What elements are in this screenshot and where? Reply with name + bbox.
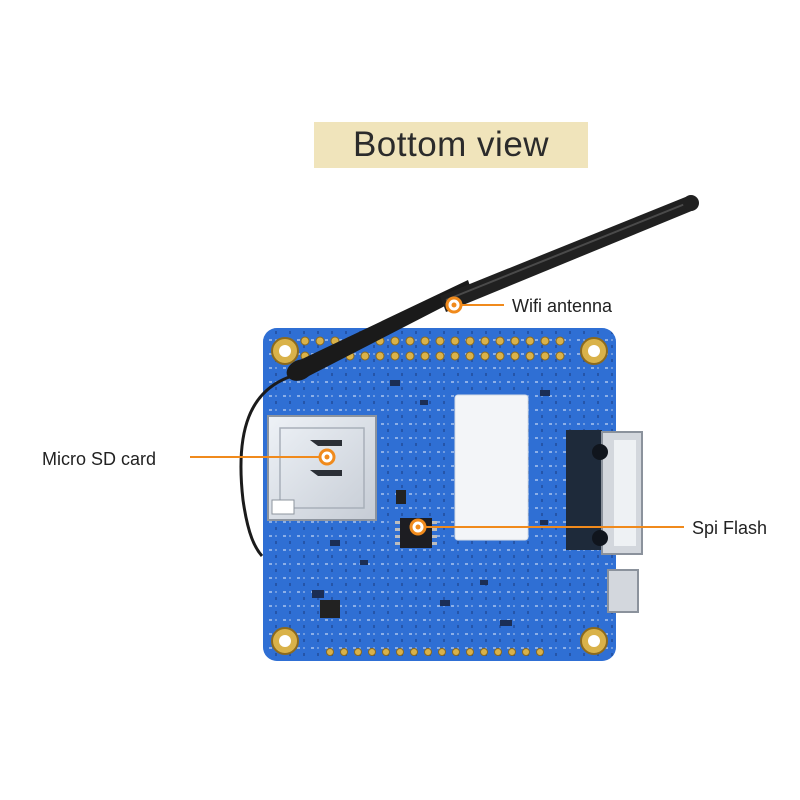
wifi-antenna-label: Wifi antenna xyxy=(512,296,613,316)
page-title: Bottom view xyxy=(352,125,550,164)
callout-wifi xyxy=(445,296,504,314)
blank-label-area xyxy=(454,394,529,541)
callout-micro-sd xyxy=(190,448,336,466)
antenna-cable xyxy=(239,374,293,557)
micro-sd-card-label: Micro SD card xyxy=(42,449,157,469)
right-side-connectors xyxy=(566,430,643,613)
micro-sd-slot xyxy=(267,415,377,521)
title-banner: Bottom view xyxy=(314,122,588,168)
smd-components xyxy=(312,380,550,626)
bottom-pin-header xyxy=(326,648,544,656)
wifi-antenna-body xyxy=(286,195,699,381)
spi-flash-label: Spi Flash xyxy=(692,518,768,538)
callout-spi-flash xyxy=(409,518,684,536)
